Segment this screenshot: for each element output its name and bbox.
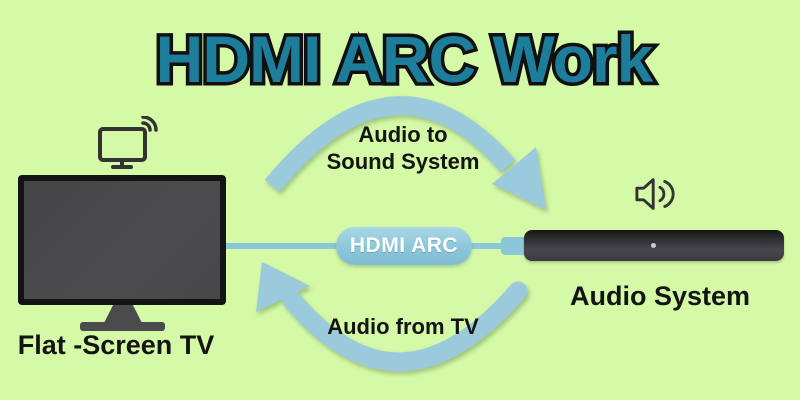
tv-stand-neck — [104, 305, 142, 323]
flow-label-bottom: Audio from TV — [327, 314, 479, 339]
page-title: HDMI ARC Work — [152, 19, 658, 100]
soundbar-led — [651, 243, 656, 248]
flow-label-top: Audio to Sound System — [290, 121, 516, 175]
tv-stand-base — [80, 322, 165, 331]
arrow-audio-to-sound-system — [264, 96, 546, 210]
flow-label-top-line2: Sound System — [326, 149, 480, 174]
soundbar — [524, 230, 784, 261]
page-title-text: HDMI ARC Work — [156, 22, 654, 96]
audio-system-label: Audio System — [569, 281, 751, 311]
hdmi-plug — [501, 237, 527, 255]
flow-label-top-line1: Audio to — [358, 122, 448, 147]
tv-label: Flat -Screen TV — [17, 330, 215, 360]
smart-tv-icon — [98, 116, 158, 169]
hdmi-arc-badge-label: HDMI ARC — [349, 234, 459, 257]
arrow-audio-from-tv — [256, 262, 528, 372]
speaker-icon — [635, 178, 675, 210]
hdmi-arc-badge: HDMI ARC — [336, 227, 472, 265]
flat-screen-tv — [18, 175, 226, 305]
